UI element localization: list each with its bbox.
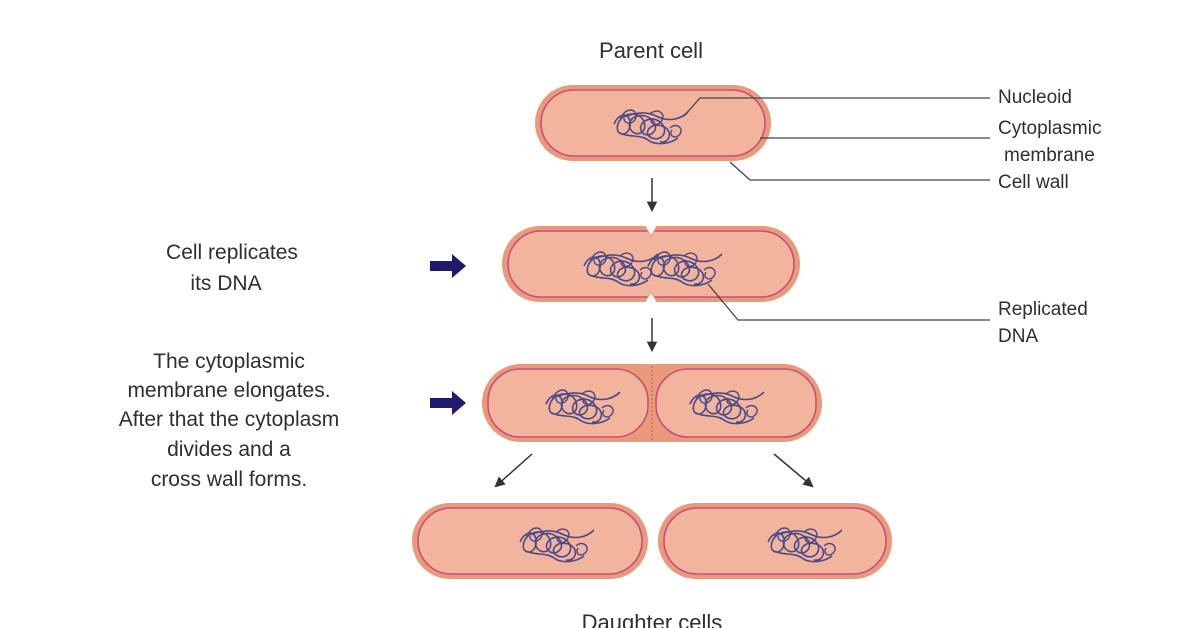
parent-cell: [535, 85, 771, 161]
daughter-cell-left: [412, 503, 648, 579]
daughter-cells-title: Daughter cells: [582, 610, 723, 628]
step2-pointer-arrow: [430, 391, 466, 415]
cell-wall-label: Cell wall: [998, 172, 1069, 193]
step2-line3: After that the cytoplasm: [119, 408, 340, 431]
diagonal-arrow-right: [773, 453, 814, 488]
daughter-right-membrane: [663, 507, 887, 575]
daughter-cell-right: [658, 503, 892, 579]
parent-callout-lines: [683, 97, 990, 181]
parent-cell-membrane: [540, 89, 766, 157]
nucleoid-label: Nucleoid: [998, 87, 1072, 108]
cytoplasmic-label-line2: membrane: [1004, 145, 1095, 166]
parent-cell-title: Parent cell: [599, 38, 703, 63]
replicated-dna-callout-line: [707, 283, 990, 321]
step2-line4: divides and a: [167, 438, 291, 461]
dividing-cell: [482, 364, 822, 442]
step1-line2: its DNA: [190, 272, 261, 295]
step1-line1: Cell replicates: [166, 241, 298, 264]
dividing-cell-left-membrane: [487, 368, 649, 438]
daughter-left-membrane: [417, 507, 643, 575]
replicated-label-line1: Replicated: [998, 299, 1088, 320]
step1-pointer-arrow: [430, 254, 466, 278]
replicating-cell-membrane: [507, 230, 795, 298]
diagonal-arrow-left: [494, 453, 533, 488]
cytoplasmic-label-line1: Cytoplasmic: [998, 118, 1101, 139]
replicating-cell-top-notch: [644, 225, 658, 237]
step2-line1: The cytoplasmic: [153, 350, 305, 373]
replicating-cell: [502, 225, 800, 303]
step2-line5: cross wall forms.: [151, 468, 307, 491]
replicating-cell-bottom-notch: [644, 291, 658, 303]
step2-line2: membrane elongates.: [127, 379, 330, 402]
replicated-label-line2: DNA: [998, 326, 1038, 347]
